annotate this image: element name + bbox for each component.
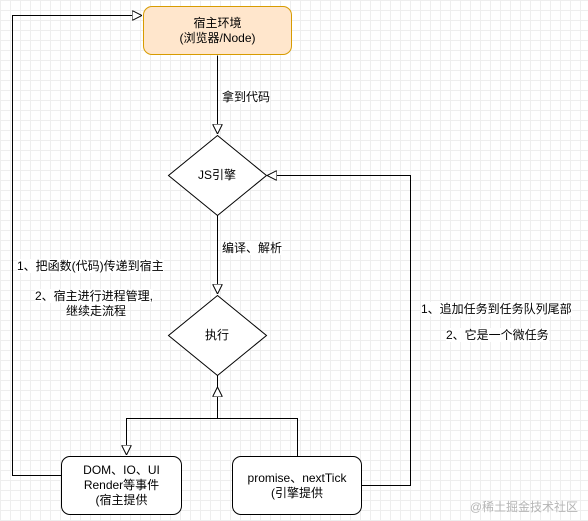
execute-label: 执行 xyxy=(204,328,229,342)
left-note-line1: 1、把函数(代码)传递到宿主 xyxy=(17,259,164,273)
promise-line2: (引擎提供 xyxy=(271,485,323,500)
watermark: @稀土掘金技术社区 xyxy=(469,500,578,514)
edge-promise-to-execute xyxy=(218,387,298,456)
right-note-line2: 2、它是一个微任务 xyxy=(446,328,549,342)
promise-line1: promise、nextTick xyxy=(247,470,347,485)
dom-events-line3: (宿主提供 xyxy=(95,493,148,507)
edge-dom-to-host xyxy=(12,16,142,476)
left-note-line3: 继续走流程 xyxy=(66,304,127,318)
edge-execute-to-dom xyxy=(127,375,218,455)
edge-label-compile-parse: 编译、解析 xyxy=(222,241,283,255)
dom-events-line1: DOM、IO、UI xyxy=(83,463,160,477)
host-subtitle: (浏览器/Node) xyxy=(179,30,256,45)
edge-label-get-code: 拿到代码 xyxy=(222,90,271,104)
host-title: 宿主环境 xyxy=(193,15,242,30)
dom-events-line2: Render等事件 xyxy=(83,478,160,492)
edge-promise-to-engine xyxy=(267,176,411,486)
host-environment-box: 宿主环境 (浏览器/Node) xyxy=(143,6,292,55)
dom-events-box: DOM、IO、UI Render等事件 (宿主提供 xyxy=(61,456,182,515)
js-engine-label: JS引擎 xyxy=(197,168,236,182)
right-note-line1: 1、追加任务到任务队列尾部 xyxy=(421,302,572,316)
left-note-line2: 2、宿主进行进程管理, xyxy=(35,289,154,303)
promise-box: promise、nextTick (引擎提供 xyxy=(232,456,362,515)
